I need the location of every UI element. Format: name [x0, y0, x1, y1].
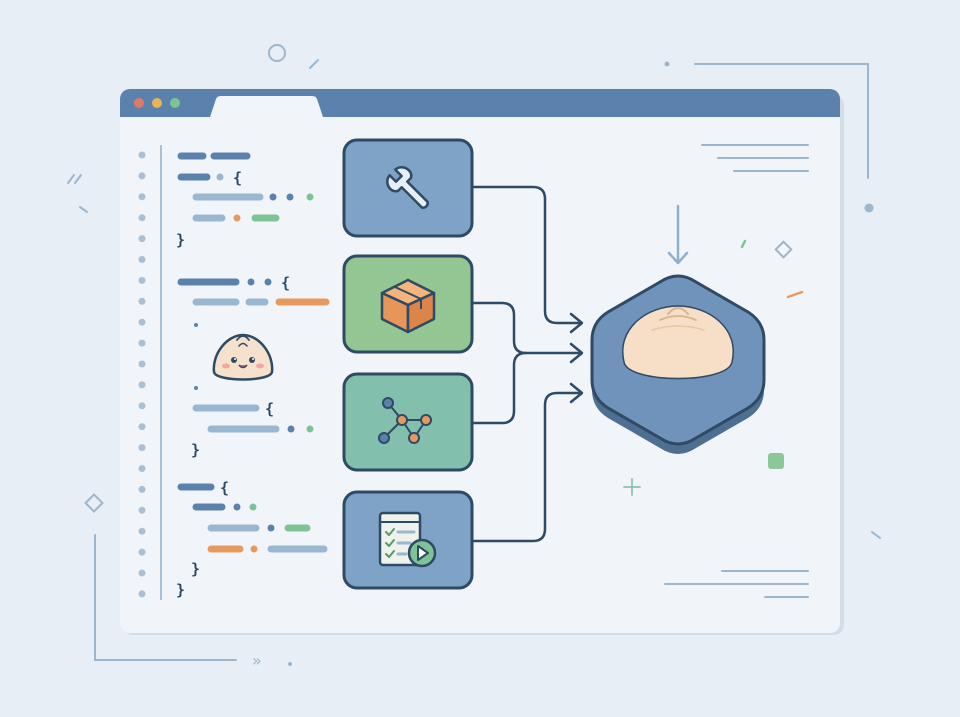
line-marker-dot: [138, 527, 146, 535]
tool-box-package[interactable]: [342, 254, 474, 354]
connector-tests-to-hub: [470, 391, 582, 543]
line-marker-dot: [138, 235, 146, 243]
code-brace: {: [265, 400, 274, 418]
editor-gutter: [138, 145, 162, 600]
flow-connectors: [470, 185, 689, 543]
line-marker-dot: [138, 485, 146, 493]
line-marker-dot: [138, 193, 146, 201]
incoming-arrowhead: [667, 251, 689, 265]
code-dot: [287, 425, 295, 433]
line-marker-dot: [138, 360, 146, 368]
line-marker-dot: [138, 444, 146, 452]
deco-dash: [740, 239, 747, 249]
tool-box-graph[interactable]: [342, 372, 474, 472]
code-dot: [250, 545, 258, 553]
line-marker-dot: [138, 590, 146, 598]
tool-box-tests[interactable]: [342, 490, 474, 590]
line-marker-dot: [138, 297, 146, 305]
code-dot: [269, 193, 277, 201]
browser-window: [120, 89, 844, 635]
play-icon: [407, 538, 437, 568]
code-dot: [264, 278, 272, 286]
test-checklist-icon: [378, 511, 437, 568]
deco-dash: [309, 59, 319, 69]
code-dot: [306, 425, 314, 433]
line-marker-dot: [138, 506, 146, 514]
package-box-icon: [380, 278, 436, 334]
line-marker-dot: [138, 569, 146, 577]
line-marker-dot: [138, 276, 146, 284]
code-dot: [233, 503, 241, 511]
arrowhead: [569, 382, 584, 404]
deco-diamond: [84, 493, 104, 513]
deco-corner-top-right: [694, 63, 869, 179]
connector-wrench-to-hub: [470, 185, 582, 325]
deco-slash: [74, 174, 82, 184]
code-brace: }: [191, 441, 200, 459]
line-marker-dot: [138, 151, 146, 159]
close-dot[interactable]: [134, 98, 144, 108]
zoom-dot[interactable]: [170, 98, 180, 108]
deco-diamond: [774, 240, 793, 259]
browser-tab[interactable]: [210, 96, 323, 117]
deco-dot: [864, 203, 874, 213]
runtime-hub[interactable]: [590, 274, 766, 454]
code-dot: [247, 278, 255, 286]
deco-dot: [664, 61, 670, 67]
code-brace: }: [176, 231, 185, 249]
line-marker-dot: [138, 402, 146, 410]
deco-square: [768, 453, 784, 469]
bun-dumpling-icon: [622, 305, 734, 380]
deco-slash: [67, 174, 75, 184]
code-brace: }: [176, 581, 185, 599]
deco-dash: [786, 290, 804, 299]
code-dot: [249, 503, 257, 511]
code-dot: [233, 214, 241, 222]
line-marker-dot: [138, 256, 146, 263]
line-marker-dot: [138, 172, 146, 180]
bun-mascot-icon: [212, 333, 274, 381]
code-brace: {: [220, 479, 229, 497]
deco-ring: [268, 44, 286, 62]
arrowhead: [569, 312, 584, 334]
connector-graph-to-hub: [470, 351, 528, 425]
code-dot: [194, 386, 198, 390]
code-dot: [267, 524, 275, 532]
code-editor: { } { { } { } }: [176, 152, 330, 599]
deco-dash: [79, 206, 88, 213]
line-marker-dot: [138, 465, 146, 472]
line-marker-dot: [138, 214, 146, 222]
code-dot: [286, 193, 294, 201]
line-marker-dot: [138, 339, 146, 347]
deco-dash: [871, 531, 881, 539]
tool-box-wrench[interactable]: [342, 138, 474, 238]
code-brace: {: [233, 169, 242, 187]
line-marker-dot: [138, 548, 146, 556]
wrench-icon: [386, 166, 430, 210]
background-decorations: »: [67, 44, 881, 670]
code-dot: [194, 323, 198, 327]
code-brace: {: [281, 274, 290, 292]
code-dot: [216, 173, 224, 181]
line-marker-dot: [138, 381, 146, 389]
code-dot: [306, 193, 314, 201]
deco-dot: [288, 662, 292, 666]
right-decorations: [623, 144, 809, 598]
window-body: [120, 89, 840, 633]
line-marker-dot: [138, 318, 146, 326]
deco-chevrons: »: [252, 651, 262, 670]
node-graph-icon: [378, 397, 432, 444]
arrowhead: [569, 342, 584, 364]
line-marker-dot: [138, 423, 146, 431]
minimize-dot[interactable]: [152, 98, 162, 108]
code-brace: }: [191, 560, 200, 578]
deco-corner-bottom-left: [94, 534, 237, 661]
